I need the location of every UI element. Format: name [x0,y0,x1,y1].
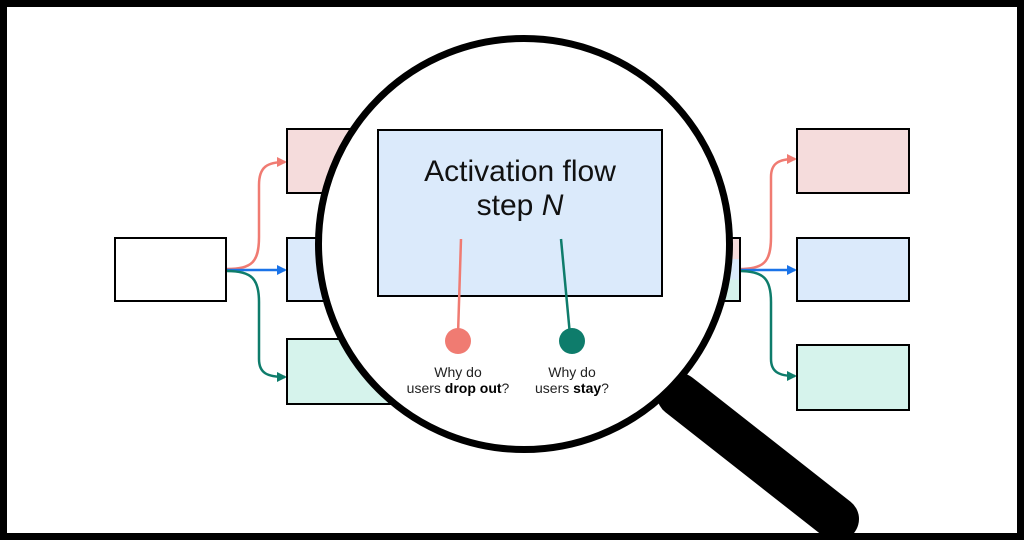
magnifier-handle-layer [657,373,859,533]
right-dropout-box [796,128,910,194]
right-stay-box [796,344,910,411]
diagram-canvas: Activation flow step N Why do users drop… [7,7,1017,533]
magnifier-handle [657,373,859,533]
magnifier-rim [315,35,733,453]
right-stay-arrow [738,269,797,381]
right-continue-box [796,237,910,302]
left-stay-arrow [226,269,287,382]
right-dropout-arrow [738,154,797,271]
source-step-box [114,237,227,302]
left-dropout-arrow [226,157,287,271]
connectors-layer [226,154,797,382]
